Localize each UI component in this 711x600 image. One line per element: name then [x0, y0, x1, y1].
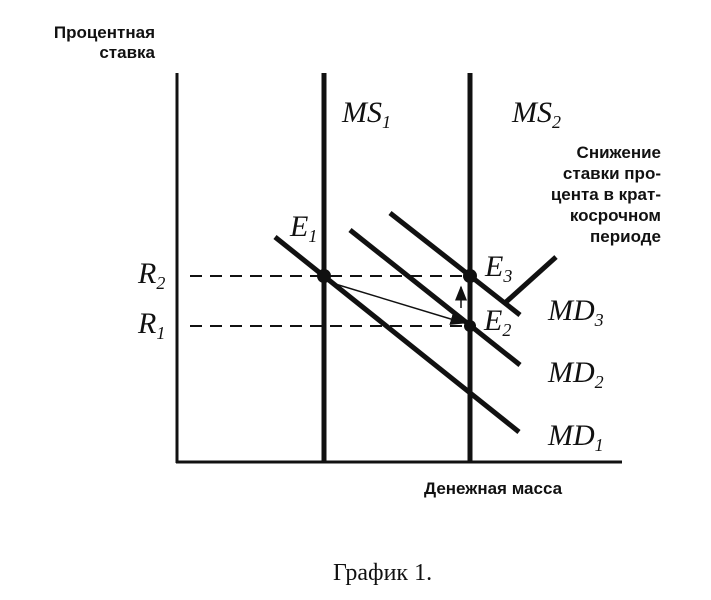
- shift-arrow: [331, 282, 466, 325]
- md3-line: [388, 211, 522, 317]
- md2-line: [348, 228, 522, 367]
- annotation-line: ставки про-: [563, 164, 661, 183]
- annotation-line: цента в крат-: [551, 185, 661, 204]
- y-axis-label-line2: ставка: [99, 43, 155, 62]
- e2-point: [464, 320, 476, 332]
- e1-label: E1: [289, 210, 317, 246]
- annotation-line: Снижение: [577, 143, 661, 162]
- ms2-label: MS2: [511, 96, 561, 132]
- e2-label: E2: [483, 304, 511, 340]
- md1-label: MD1: [547, 419, 604, 455]
- annotation-line: периоде: [590, 227, 661, 246]
- ms1-label: MS1: [341, 96, 391, 132]
- e3-label: E3: [484, 250, 512, 286]
- x-axis-label: Денежная масса: [424, 479, 563, 498]
- y-axis-label-line1: Процентная: [54, 23, 155, 42]
- e3-point: [463, 269, 477, 283]
- r2-label: R2: [137, 257, 165, 293]
- figure-caption: График 1.: [333, 560, 432, 586]
- r1-label: R1: [137, 307, 165, 343]
- annotation-text: Снижение ставки про- цента в крат- косро…: [551, 143, 661, 246]
- md1-line: [273, 235, 521, 434]
- annotation-pointer: [504, 255, 558, 304]
- e1-point: [317, 269, 331, 283]
- annotation-line: косрочном: [570, 206, 661, 225]
- md3-label: MD3: [547, 294, 604, 330]
- md2-label: MD2: [547, 356, 604, 392]
